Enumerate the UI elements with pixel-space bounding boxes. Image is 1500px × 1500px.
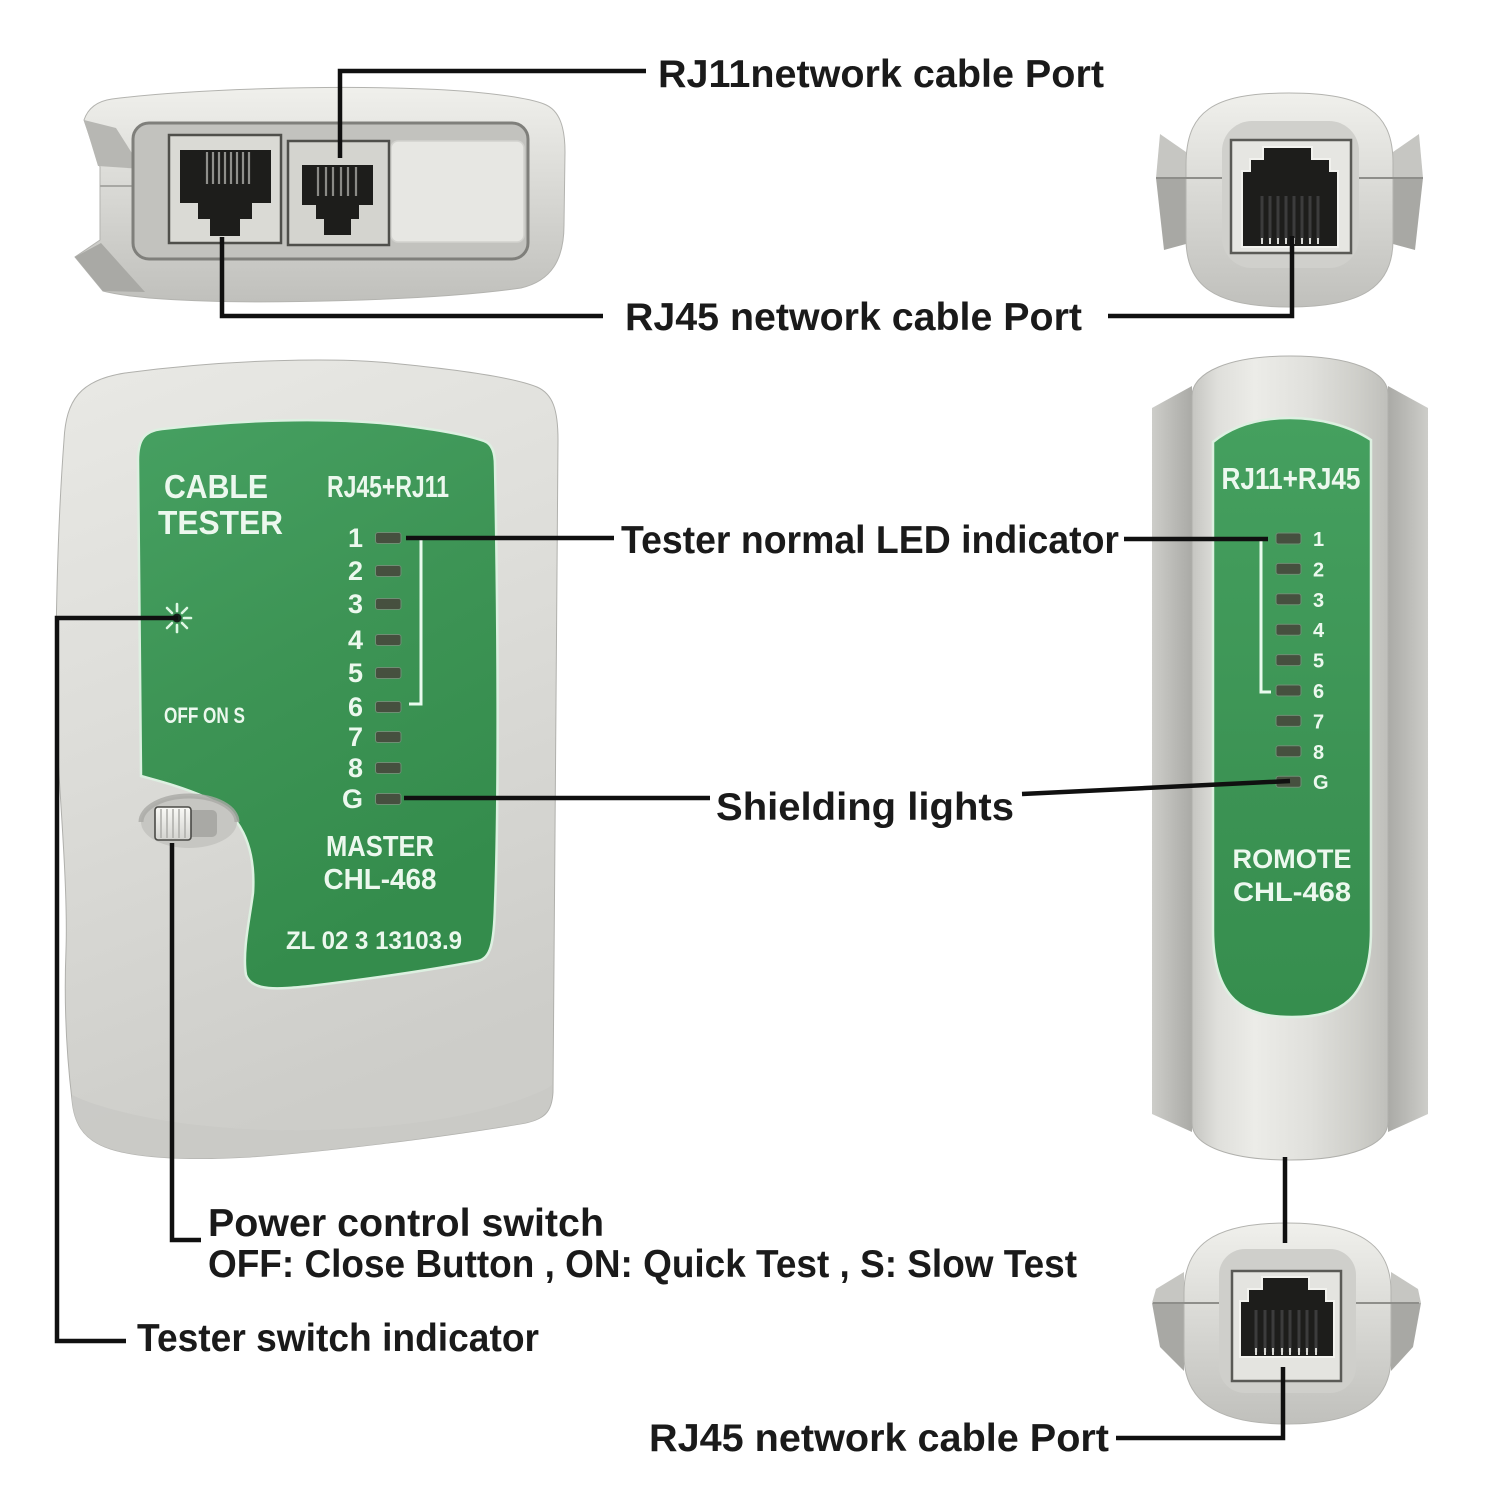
led-bar xyxy=(375,701,402,713)
pin-label: 5 xyxy=(1313,651,1324,673)
master-unit-top-view xyxy=(74,86,566,303)
leader-power-switch xyxy=(169,843,201,1243)
master-unit-front-view: CABLE TESTER RJ45+RJ11 1 2 3 4 5 6 7 8 G xyxy=(55,359,559,1160)
led-bar xyxy=(375,731,402,743)
master-title-line2: TESTER xyxy=(158,504,283,541)
pin-label: 1 xyxy=(1313,529,1324,551)
remote-wing-right xyxy=(1388,386,1428,1132)
led-bar xyxy=(375,598,402,610)
leader-rj45-bottom xyxy=(1116,1367,1286,1441)
remote-top-rj45-port xyxy=(1229,138,1353,255)
label-led-indicator: Tester normal LED indicator xyxy=(621,519,1119,562)
callout-labels: RJ11network cable Port RJ45 network cabl… xyxy=(137,53,1119,1460)
remote-bottom-wing-left xyxy=(1152,1272,1184,1303)
leader-rj45-top-left xyxy=(219,237,603,319)
rj45-pin-tips xyxy=(1255,1348,1317,1355)
label-rj11-port: RJ11network cable Port xyxy=(658,53,1104,96)
rj11-pins xyxy=(316,167,358,196)
master-model: CHL-468 xyxy=(324,864,437,896)
led-bar xyxy=(1275,532,1302,545)
leader-switch-indicator xyxy=(54,615,178,1344)
remote-wing-left xyxy=(1152,386,1192,1132)
remote-unit-top-view xyxy=(1156,92,1423,308)
remote-top-wing-left xyxy=(1156,178,1186,250)
master-top-blank-plate xyxy=(390,140,525,243)
rj45-pins xyxy=(1260,196,1320,240)
remote-top-wing-right xyxy=(1393,178,1423,250)
remote-top-wing-left xyxy=(1156,134,1186,178)
pin-label: 4 xyxy=(1313,620,1325,642)
led-bar xyxy=(375,667,402,679)
pin-label: 3 xyxy=(348,589,363,619)
pin-label: 1 xyxy=(348,523,363,553)
leader-rj45-top-right xyxy=(1108,236,1295,319)
pin-label: G xyxy=(1313,772,1329,794)
master-serial: ZL 02 3 13103.9 xyxy=(286,927,462,955)
led-bar xyxy=(375,532,402,544)
switch-recess-shadow xyxy=(138,793,240,823)
pin-label: 6 xyxy=(348,692,363,722)
remote-unit-front-view: RJ11+RJ45 1 2 3 4 5 6 7 8 G ROMOTE CHL-4… xyxy=(1152,355,1428,1161)
remote-unit-bottom-view xyxy=(1152,1222,1421,1425)
pin-label: 4 xyxy=(348,625,363,655)
pin-label: 8 xyxy=(348,753,363,783)
leader-rj11-port xyxy=(337,68,646,158)
master-role: MASTER xyxy=(326,831,434,863)
master-switch-positions: OFF ON S xyxy=(164,703,245,728)
led-bar xyxy=(1275,714,1302,727)
label-shielding-lights: Shielding lights xyxy=(716,786,1014,829)
pin-label: 6 xyxy=(1313,681,1324,703)
remote-bottom-wing-right xyxy=(1391,1303,1421,1371)
led-bar xyxy=(1275,745,1302,758)
pin-label: 8 xyxy=(1313,742,1324,764)
master-title-line1: CABLE xyxy=(164,468,268,505)
rj45-pins xyxy=(205,152,251,184)
pin-label: 3 xyxy=(1313,590,1324,612)
led-bar xyxy=(375,793,402,805)
remote-ports-label: RJ11+RJ45 xyxy=(1222,461,1361,496)
led-bar xyxy=(1275,623,1302,636)
switch-knob xyxy=(154,806,192,841)
remote-bottom-wing-right xyxy=(1391,1272,1421,1303)
label-rj45-port-top: RJ45 network cable Port xyxy=(625,296,1082,339)
pin-label: 2 xyxy=(1313,559,1324,581)
remote-top-wing-right xyxy=(1393,134,1423,178)
master-led-column: 1 2 3 4 5 6 7 8 G xyxy=(342,523,402,814)
remote-model: CHL-468 xyxy=(1233,877,1351,907)
led-bar xyxy=(1275,654,1302,667)
master-top-jaw-icon xyxy=(75,243,145,292)
label-tester-switch-indicator: Tester switch indicator xyxy=(137,1317,539,1360)
remote-led-column: 1 2 3 4 5 6 7 8 G xyxy=(1275,529,1329,794)
pin-label: 7 xyxy=(348,722,363,752)
led-bar xyxy=(1275,562,1302,575)
pin-label: G xyxy=(342,784,363,814)
pin-label: 5 xyxy=(348,658,363,688)
master-led-bracket xyxy=(409,540,423,706)
callout-leaders xyxy=(54,68,1295,1441)
remote-bottom-wing-left xyxy=(1152,1303,1184,1371)
master-ports-label: RJ45+RJ11 xyxy=(327,469,449,504)
leader-shield-right xyxy=(1021,778,1291,797)
master-top-jaw-icon xyxy=(84,120,142,169)
label-power-switch-detail: OFF: Close Button , ON: Quick Test , S: … xyxy=(208,1243,1077,1286)
led-bar xyxy=(375,634,402,646)
led-bar xyxy=(375,762,402,774)
remote-bottom-rj45-port xyxy=(1230,1269,1343,1383)
master-rj11-port xyxy=(286,139,391,247)
remote-role: ROMOTE xyxy=(1233,844,1352,874)
pin-label: 2 xyxy=(348,556,363,586)
rj45-pins xyxy=(1254,1310,1318,1352)
label-rj45-port-bottom: RJ45 network cable Port xyxy=(649,1417,1109,1460)
master-rj45-port xyxy=(167,133,283,245)
led-bar xyxy=(1275,684,1302,697)
power-switch xyxy=(138,793,240,848)
pin-label: 7 xyxy=(1313,711,1324,733)
label-power-switch-title: Power control switch xyxy=(208,1202,604,1245)
led-bar xyxy=(1275,593,1302,606)
master-body-footer xyxy=(72,1085,552,1159)
led-bar xyxy=(375,565,402,577)
